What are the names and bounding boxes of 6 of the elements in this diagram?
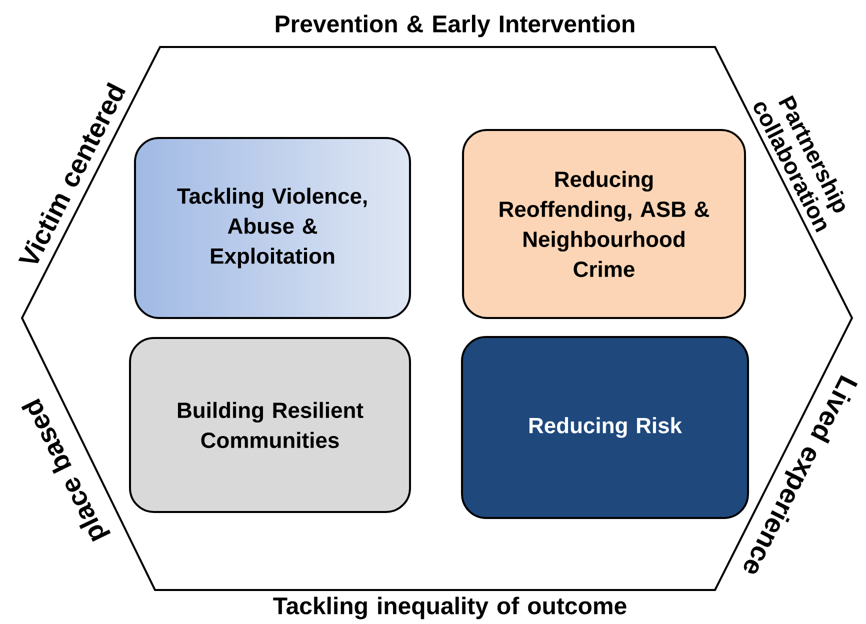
theme-box: Tackling Violence, Abuse & Exploitation xyxy=(134,137,411,319)
side-label: Prevention & Early Intervention xyxy=(276,14,634,38)
theme-box: Reducing Risk xyxy=(461,336,749,519)
theme-box: Reducing Reoffending, ASB & Neighbourhood Crime xyxy=(462,129,746,319)
side-label: Tackling inequality of outcome xyxy=(273,596,626,620)
theme-box: Building Resilient Communities xyxy=(129,337,411,513)
